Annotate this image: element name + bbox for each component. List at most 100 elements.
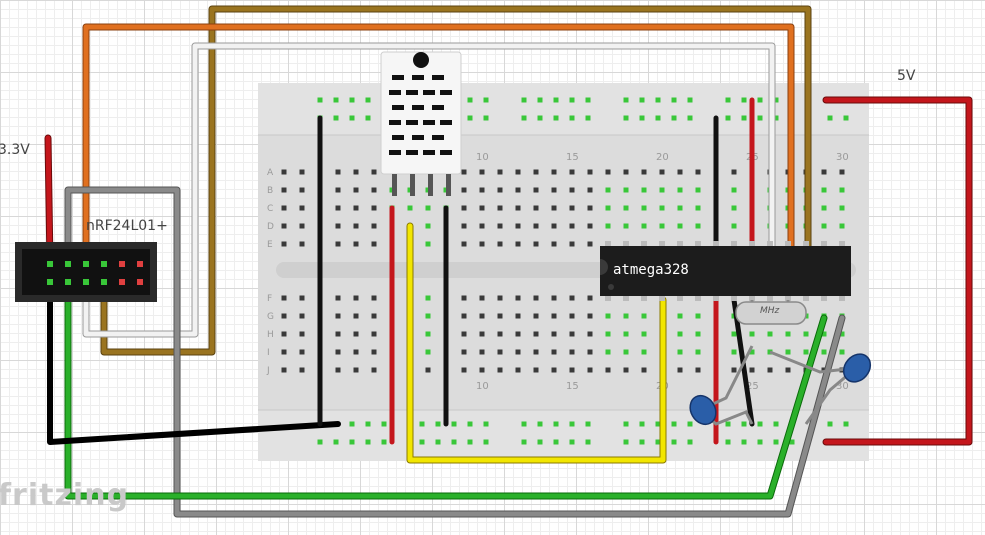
hole <box>587 205 593 211</box>
hole <box>641 367 647 373</box>
nrf24-header[interactable] <box>15 242 157 302</box>
rail-hole <box>789 439 795 445</box>
chip-pin <box>641 295 647 301</box>
hole <box>371 187 377 193</box>
hole <box>839 349 845 355</box>
rail-hole <box>467 421 473 427</box>
hole <box>587 241 593 247</box>
capacitor-left[interactable] <box>685 345 754 429</box>
rail-hole <box>725 115 731 121</box>
hole <box>569 331 575 337</box>
row-letter: B <box>267 186 273 196</box>
hole <box>353 205 359 211</box>
hole <box>299 205 305 211</box>
hole <box>299 187 305 193</box>
hole <box>335 367 341 373</box>
chip-pin <box>605 295 611 301</box>
hole <box>695 169 701 175</box>
rail-hole <box>569 97 575 103</box>
rail-hole <box>687 439 693 445</box>
rail-hole <box>381 421 387 427</box>
rail-hole <box>451 421 457 427</box>
hole <box>515 349 521 355</box>
chip-pin <box>677 295 683 301</box>
rail-hole <box>827 115 833 121</box>
hole <box>623 331 629 337</box>
rail-hole <box>537 97 543 103</box>
hole <box>533 169 539 175</box>
rail-hole <box>483 97 489 103</box>
rail-hole <box>349 97 355 103</box>
hole <box>731 205 737 211</box>
rail-hole <box>725 421 731 427</box>
hole <box>335 223 341 229</box>
grille-slot <box>392 105 404 110</box>
grille-slot <box>432 135 444 140</box>
rail-hole <box>623 439 629 445</box>
rail-hole <box>623 421 629 427</box>
grille-slot <box>389 120 401 125</box>
rail-hole <box>585 97 591 103</box>
rail-hole <box>757 439 763 445</box>
dht-sensor[interactable] <box>380 51 462 196</box>
hole <box>497 331 503 337</box>
hole <box>821 349 827 355</box>
rail-hole <box>757 115 763 121</box>
hole <box>533 331 539 337</box>
header-pin <box>65 261 71 267</box>
rail-hole <box>553 421 559 427</box>
hole <box>479 187 485 193</box>
rail-hole <box>655 97 661 103</box>
label-5v: 5V <box>897 68 916 84</box>
rail-hole <box>725 439 731 445</box>
chip-pin <box>677 241 683 247</box>
hole <box>605 349 611 355</box>
hole <box>677 223 683 229</box>
capacitor-right[interactable] <box>769 349 876 425</box>
chip-label: atmega328 <box>613 262 689 278</box>
rail-hole <box>451 439 457 445</box>
hole <box>677 349 683 355</box>
hole <box>515 187 521 193</box>
hole <box>515 169 521 175</box>
hole <box>641 169 647 175</box>
rail-hole <box>435 421 441 427</box>
label-nrf24: nRF24L01+ <box>86 218 168 234</box>
rail-hole <box>585 439 591 445</box>
atmega-chip[interactable]: atmega328 <box>600 241 851 301</box>
rail-hole <box>757 97 763 103</box>
chip-pin <box>641 241 647 247</box>
hole <box>659 223 665 229</box>
chip-pin <box>821 241 827 247</box>
rail-hole <box>333 439 339 445</box>
hole <box>731 367 737 373</box>
hole <box>677 367 683 373</box>
hole <box>515 313 521 319</box>
rail-hole <box>483 115 489 121</box>
rail-hole <box>655 439 661 445</box>
rail-hole <box>521 421 527 427</box>
hole <box>569 367 575 373</box>
grille-slot <box>392 135 404 140</box>
hole <box>335 205 341 211</box>
wire-black-ground[interactable] <box>47 279 341 445</box>
rail-hole <box>585 115 591 121</box>
hole <box>299 169 305 175</box>
hole <box>695 187 701 193</box>
crystal-oscillator[interactable]: MHz <box>735 300 807 325</box>
grille-slot <box>412 135 424 140</box>
header-pin <box>65 279 71 285</box>
column-number: 25 <box>746 381 759 392</box>
chip-pin <box>785 295 791 301</box>
rail-hole <box>419 421 425 427</box>
hole <box>425 241 431 247</box>
rail-hole <box>725 97 731 103</box>
header-pin <box>119 261 125 267</box>
hole <box>551 367 557 373</box>
hole <box>587 331 593 337</box>
hole <box>767 367 773 373</box>
hole <box>551 331 557 337</box>
hole <box>749 349 755 355</box>
